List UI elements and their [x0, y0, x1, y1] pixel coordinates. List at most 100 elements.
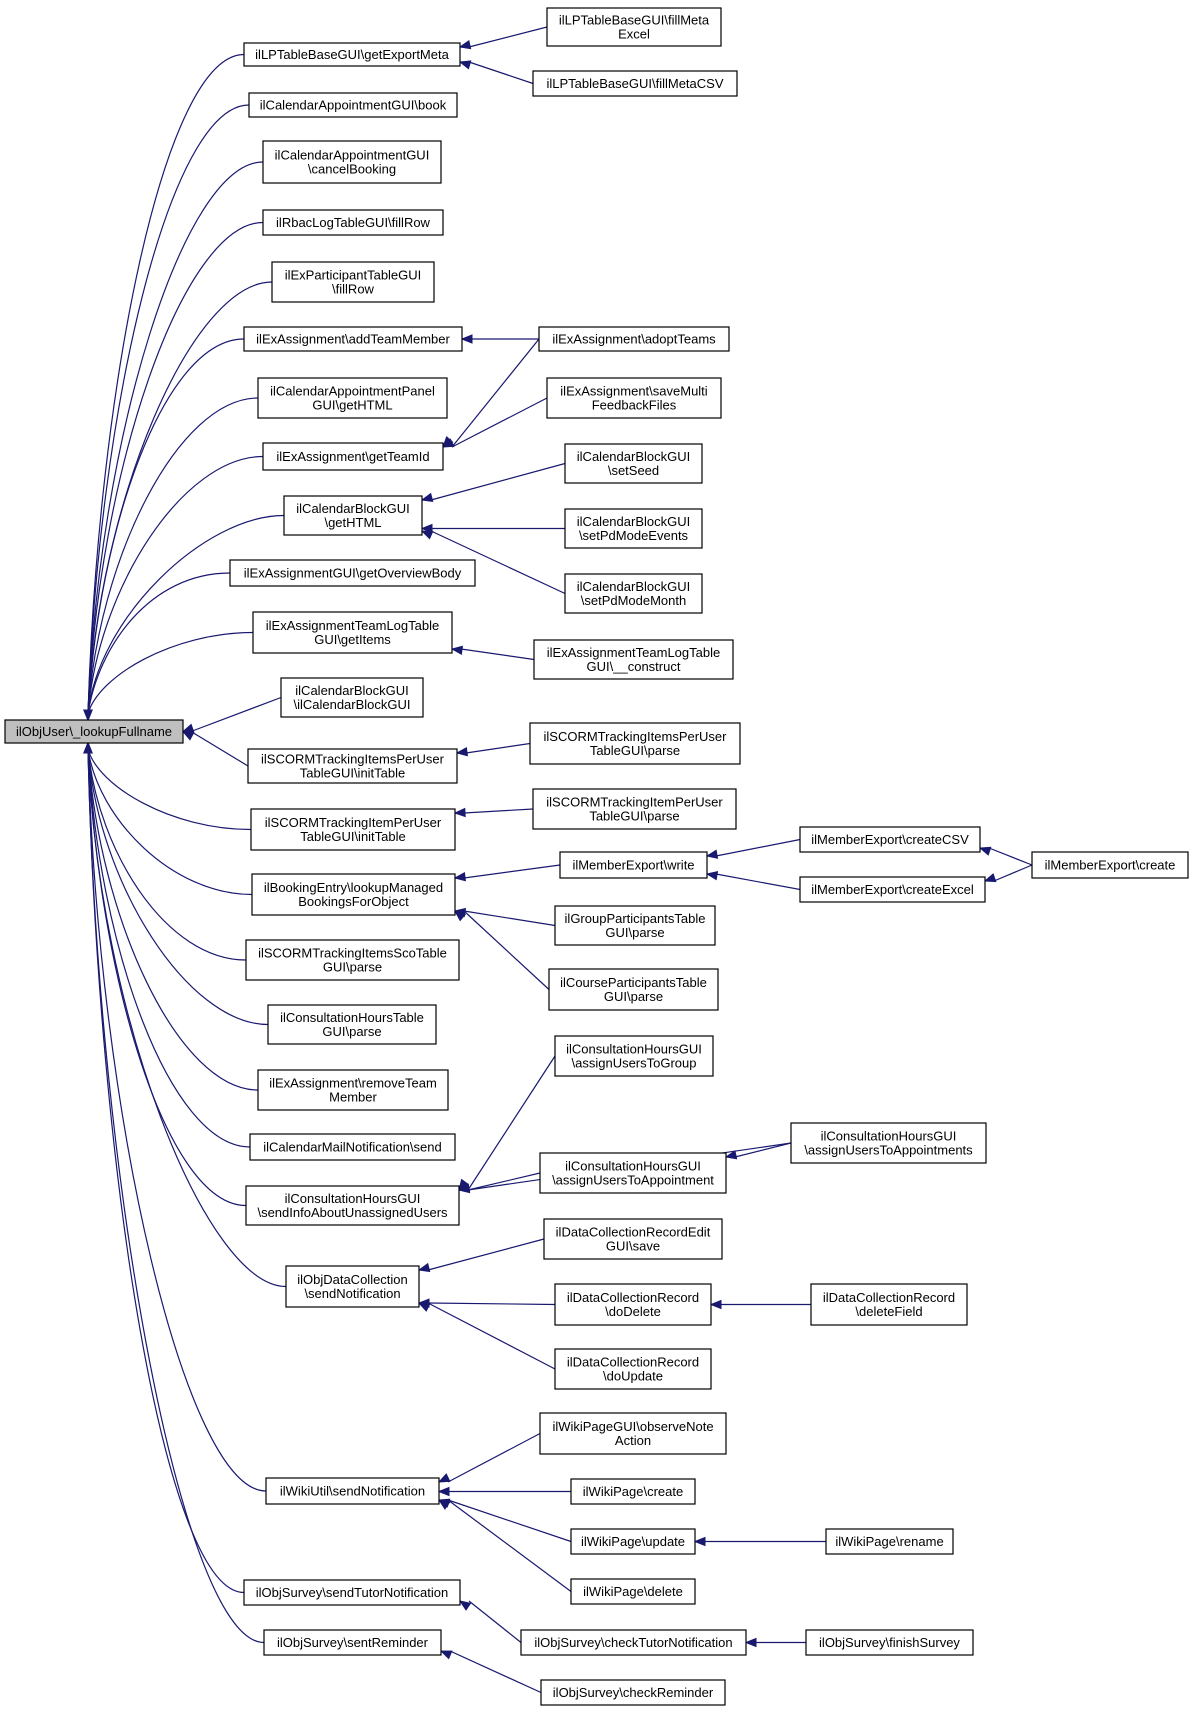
node-label: \sendNotification — [304, 1286, 400, 1301]
node-label: ilMemberExport\createCSV — [811, 832, 969, 847]
node-label: GUI\parse — [323, 960, 382, 975]
arrowhead — [181, 723, 195, 733]
call-edge — [83, 631, 254, 722]
node-svySendTutor[interactable]: ilObjSurvey\sendTutorNotification — [243, 1579, 461, 1606]
node-memberExportCreate[interactable]: ilMemberExport\create — [1031, 851, 1189, 879]
node-label: TableGUI\initTable — [300, 829, 406, 844]
arrowhead — [439, 1650, 453, 1660]
node-calBlockSetSeed[interactable]: ilCalendarBlockGUI\setSeed — [564, 443, 703, 484]
call-edge — [458, 1600, 522, 1643]
node-scormItemsInit[interactable]: ilSCORMTrackingItemsPerUserTableGUI\init… — [247, 748, 458, 784]
node-consultAssignAppt[interactable]: ilConsultationHoursGUI\assignUsersToAppo… — [539, 1152, 727, 1194]
node-dclSendNotif[interactable]: ilObjDataCollection\sendNotification — [285, 1265, 420, 1308]
node-calApptCancel[interactable]: ilCalendarAppointmentGUI\cancelBooking — [262, 140, 442, 184]
node-label: TableGUI\parse — [590, 743, 680, 758]
node-root[interactable]: ilObjUser\_lookupFullname — [4, 719, 184, 744]
node-label: ilExAssignment\adoptTeams — [552, 332, 716, 347]
node-label: ilLPTableBaseGUI\getExportMeta — [255, 47, 449, 62]
node-consultAssignGroup[interactable]: ilConsultationHoursGUI\assignUsersToGrou… — [554, 1035, 714, 1077]
node-consultSendInfo[interactable]: ilConsultationHoursGUI\sendInfoAboutUnas… — [245, 1185, 460, 1226]
node-wikiUpdate[interactable]: ilWikiPage\update — [570, 1528, 696, 1555]
node-memberExportWrite[interactable]: ilMemberExport\write — [559, 851, 708, 879]
node-wikiSendNotif[interactable]: ilWikiUtil\sendNotification — [265, 1477, 440, 1505]
node-wikiCreate[interactable]: ilWikiPage\create — [570, 1478, 696, 1505]
arrowhead — [724, 1150, 738, 1160]
node-exGetTeamId[interactable]: ilExAssignment\getTeamId — [262, 442, 444, 471]
node-svySentReminder[interactable]: ilObjSurvey\sentReminder — [263, 1629, 442, 1656]
node-exPartFillRow[interactable]: ilExParticipantTableGUI\fillRow — [271, 261, 435, 303]
node-rbacFillRow[interactable]: ilRbacLogTableGUI\fillRow — [262, 209, 444, 236]
node-dclDeleteField[interactable]: ilDataCollectionRecord\deleteField — [810, 1283, 968, 1326]
node-lpFillMetaCSV[interactable]: ilLPTableBaseGUI\fillMetaCSV — [532, 70, 738, 97]
node-label: \assignUsersToGroup — [572, 1056, 697, 1071]
node-calBlockGetHTML[interactable]: ilCalendarBlockGUI\getHTML — [283, 495, 423, 536]
node-scormItemInit[interactable]: ilSCORMTrackingItemPerUserTableGUI\initT… — [250, 808, 456, 851]
arrowhead — [709, 1299, 722, 1310]
node-bookingLookup[interactable]: ilBookingEntry\lookupManagedBookingsForO… — [251, 873, 456, 916]
node-label: ilCalendarBlockGUI — [295, 683, 408, 698]
node-calApptBook[interactable]: ilCalendarAppointmentGUI\book — [248, 92, 458, 118]
node-memberExportCSV[interactable]: ilMemberExport\createCSV — [799, 826, 981, 853]
node-wikiDelete[interactable]: ilWikiPage\delete — [570, 1578, 696, 1605]
node-label: ilDataCollectionRecord — [823, 1290, 955, 1305]
arrowhead — [458, 1600, 472, 1611]
node-label: GUI\__construct — [587, 659, 681, 674]
node-label: Action — [615, 1433, 651, 1448]
node-svyFinish[interactable]: ilObjSurvey\finishSurvey — [805, 1629, 974, 1656]
call-edge — [420, 530, 566, 595]
node-label: \setPdModeMonth — [581, 593, 687, 608]
call-edge — [181, 730, 249, 767]
node-label: ilObjSurvey\sentReminder — [277, 1635, 429, 1650]
node-wikiRename[interactable]: ilWikiPage\rename — [825, 1528, 954, 1555]
node-dclDoUpdate[interactable]: ilDataCollectionRecord\doUpdate — [554, 1348, 712, 1390]
node-label: \getHTML — [324, 515, 381, 530]
node-label: ilObjUser\_lookupFullname — [16, 724, 172, 739]
node-calBlockPdMonth[interactable]: ilCalendarBlockGUI\setPdModeMonth — [564, 573, 703, 614]
node-label: \ilCalendarBlockGUI — [293, 697, 410, 712]
node-calMailSend[interactable]: ilCalendarMailNotification\send — [249, 1133, 456, 1161]
node-lpGetExportMeta[interactable]: ilLPTableBaseGUI\getExportMeta — [243, 42, 461, 67]
node-label: GUI\parse — [604, 989, 663, 1004]
node-label: TableGUI\parse — [589, 809, 679, 824]
node-scormItemsParse[interactable]: ilSCORMTrackingItemsPerUserTableGUI\pars… — [529, 722, 741, 765]
node-exAdoptTeams[interactable]: ilExAssignment\adoptTeams — [538, 326, 730, 352]
call-edge — [417, 1238, 545, 1273]
call-edge — [437, 1498, 572, 1543]
node-dclDoDelete[interactable]: ilDataCollectionRecord\doDelete — [554, 1283, 712, 1326]
node-calBlockCtor[interactable]: ilCalendarBlockGUI\ilCalendarBlockGUI — [280, 677, 424, 718]
node-consultAssignAppts[interactable]: ilConsultationHoursGUI\assignUsersToAppo… — [790, 1122, 987, 1164]
node-label: FeedbackFiles — [592, 398, 677, 413]
call-edge — [453, 864, 561, 882]
node-label: Member — [329, 1090, 377, 1105]
call-edge — [437, 1432, 541, 1483]
node-label: GUI\parse — [605, 925, 664, 940]
node-label: ilCalendarAppointmentPanel — [270, 384, 435, 399]
node-calBlockPdEvents[interactable]: ilCalendarBlockGUI\setPdModeEvents — [564, 508, 703, 549]
node-label: ilSCORMTrackingItemPerUser — [265, 815, 442, 830]
node-exTeamLogConstruct[interactable]: ilExAssignmentTeamLogTableGUI\__construc… — [533, 639, 734, 680]
call-edge — [453, 910, 550, 990]
node-svyCheckTutor[interactable]: ilObjSurvey\checkTutorNotification — [520, 1629, 747, 1656]
node-exAddTeamMember[interactable]: ilExAssignment\addTeamMember — [243, 326, 463, 352]
node-label: ilCalendarAppointmentGUI — [275, 148, 430, 163]
call-edge — [83, 741, 252, 831]
node-svyCheckReminder[interactable]: ilObjSurvey\checkReminder — [540, 1679, 726, 1706]
node-exGuiOverview[interactable]: ilExAssignmentGUI\getOverviewBody — [229, 559, 476, 587]
call-edge — [705, 871, 801, 891]
node-memberExportExcel[interactable]: ilMemberExport\createExcel — [799, 876, 986, 903]
arrowhead — [453, 910, 467, 922]
node-label: \sendInfoAboutUnassignedUsers — [257, 1205, 448, 1220]
